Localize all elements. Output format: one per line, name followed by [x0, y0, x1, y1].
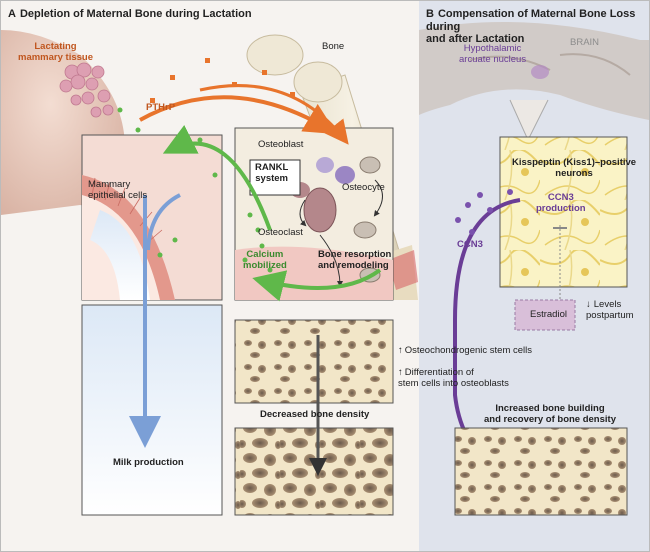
bone-remodeling-box [234, 127, 394, 301]
panel-a-title-text: Depletion of Maternal Bone during Lactat… [19, 8, 252, 20]
differentiation-label: Differentiation of stem cells into osteo… [398, 367, 509, 390]
pthrp-label: PTHrP [146, 102, 176, 113]
resorption-label: Bone resorption and remodeling [318, 249, 392, 271]
mammary-epithelial-box [81, 134, 223, 301]
stem-cells-label: Osteochondrogenic stem cells [398, 345, 532, 357]
osteoblast-label: Osteoblast [258, 139, 304, 150]
panel-b-letter: B [426, 8, 434, 20]
pthrp-arrow [139, 95, 337, 135]
rankl-label: RANKL system [255, 162, 289, 184]
recovery-label: Increased bone building and recovery of … [484, 403, 616, 425]
lactating-tissue-label: Lactating mammary tissue [18, 41, 93, 63]
arcuate-nucleus-mark [531, 65, 549, 79]
brain-label: BRAIN [570, 37, 600, 48]
hypothalamic-label: Hypothalamic arcuate nucleus [459, 43, 527, 65]
kiss1-label: Kisspeptin (Kiss1)–positive neurons [512, 157, 637, 179]
bone-after-box [234, 427, 394, 516]
milk-production-box [81, 304, 223, 516]
bone-recovery-box [454, 427, 628, 516]
osteoclast-label: Osteoclast [258, 227, 303, 238]
calcium-label: Calcium mobilized [243, 249, 287, 271]
osteocyte-label: Osteocyte [342, 182, 385, 193]
ccn3-particles [455, 189, 513, 235]
calcium-particles [117, 107, 273, 273]
milk-label: Milk production [113, 457, 184, 468]
estradiol-label: Estradiol [530, 309, 567, 320]
levels-label: Levels postpartum [586, 299, 634, 322]
neuron-box [499, 136, 628, 300]
bone-before-box [234, 319, 394, 404]
estradiol-box [514, 299, 576, 331]
pthrp-particles [150, 58, 295, 103]
calcium-arrow [162, 124, 272, 231]
mammary-lobules [59, 62, 114, 118]
panel-a-letter: A [8, 8, 16, 20]
ccn3-production-label: CCN3 production [536, 192, 586, 214]
decreased-density-label: Decreased bone density [260, 409, 370, 420]
panel-b-title-text: Compensation of Maternal Bone Loss durin… [426, 8, 636, 46]
mammary-cells-label: Mammary epithelial cells [88, 179, 148, 201]
ccn3-label: CCN3 [457, 239, 483, 250]
bone-label: Bone [322, 41, 345, 52]
